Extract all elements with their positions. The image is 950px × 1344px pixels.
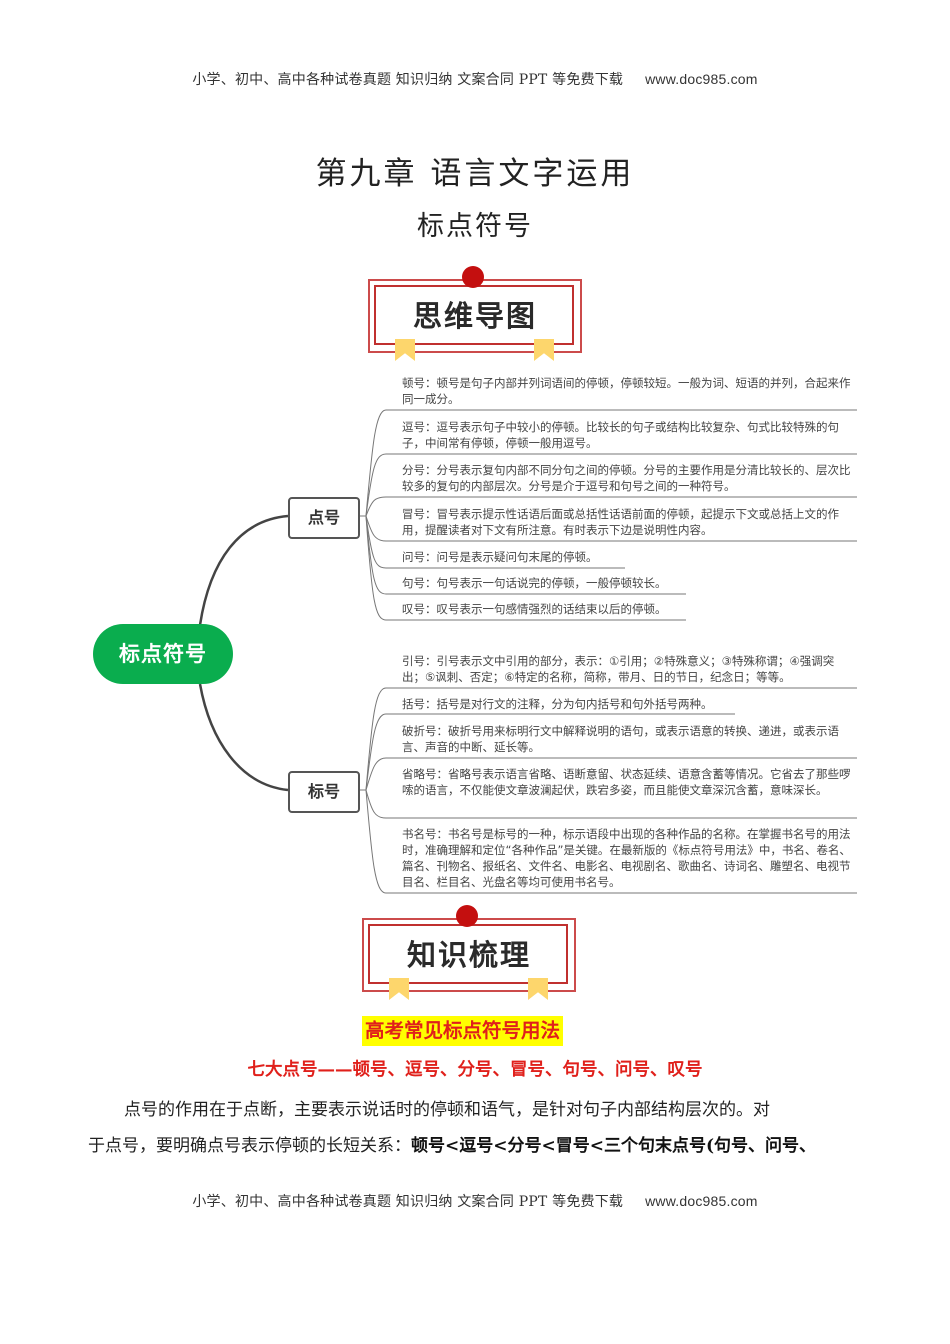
body-paragraph-line-1: 点号的作用在于点断，主要表示说话时的停顿和语气，是针对句子内部结构层次的。对 [124, 1100, 770, 1120]
body-paragraph-line-2: 于点号，要明确点号表示停顿的长短关系：顿号<逗号<分号<冒号<三个句末点号(句号… [88, 1131, 878, 1156]
footer-text: 小学、初中、高中各种试卷真题 知识归纳 文案合同 PPT 等免费下载 [192, 1194, 624, 1210]
knowledge-badge: 知识梳理 [362, 905, 576, 1000]
section-title: 标点符号 [417, 211, 533, 242]
leaf-douhao: 逗号：逗号表示句子中较小的停顿。比较长的句子或结构比较复杂、句式比较特殊的句子，… [402, 420, 839, 450]
footer-url[interactable]: www.doc985.com [645, 1193, 758, 1209]
leaf-wenhao: 问号：问号是表示疑问句末尾的停顿。 [402, 550, 598, 564]
leaf-dunhao: 顿号：顿号是句子内部并列词语间的停顿，停顿较短。一般为词、短语的并列，合起来作同… [402, 376, 851, 406]
section-subtitle: 七大点号——顿号、逗号、分号、冒号、句号、问号、叹号 [247, 1060, 703, 1080]
highlighted-section-title: 高考常见标点符号用法 [362, 1016, 564, 1046]
red-dot-icon [462, 266, 484, 288]
ribbon-icon [389, 978, 409, 1000]
mindmap-badge: 思维导图 [368, 266, 582, 361]
badge-label: 思维导图 [412, 299, 537, 333]
header-url[interactable]: www.doc985.com [645, 71, 758, 87]
leaf-fenhao: 分号：分号表示复句内部不同分句之间的停顿。分号的主要作用是分清比较长的、层次比较… [402, 463, 851, 493]
page-footer: 小学、初中、高中各种试卷真题 知识归纳 文案合同 PPT 等免费下载 www.do… [0, 1191, 950, 1211]
mindmap-root-node: 标点符号 [93, 624, 233, 684]
leaf-maohao: 冒号：冒号表示提示性话语后面或总括性话语前面的停顿，起提示下文或总括上文的作用，… [402, 507, 839, 537]
paragraph-plain-text: 于点号，要明确点号表示停顿的长短关系： [88, 1136, 411, 1156]
leaf-kuohao: 括号：括号是对行文的注释，分为句内括号和句外括号两种。 [402, 697, 713, 711]
ribbon-icon [395, 339, 415, 361]
red-dot-icon [456, 905, 478, 927]
leaf-juhao: 句号：句号表示一句话说完的停顿，一般停顿较长。 [402, 576, 667, 590]
leaf-shenglvehao: 省略号：省略号表示语言省略、语断意留、状态延续、语意含蓄等情况。它省去了那些啰嗦… [402, 767, 851, 797]
ribbon-icon [534, 339, 554, 361]
paragraph-bold-text: 顿号<逗号<分号<冒号<三个句末点号(句号、问号、 [411, 1136, 817, 1156]
badge-label: 知识梳理 [406, 938, 531, 972]
ribbon-icon [528, 978, 548, 1000]
leaf-pozhehao: 破折号：破折号用来标明行文中解释说明的语句，或表示语意的转换、递进，或表示语言、… [402, 724, 839, 754]
leaf-yinhao: 引号：引号表示文中引用的部分，表示：①引用；②特殊意义；③特殊称谓；④强调突出；… [402, 654, 835, 684]
page-header: 小学、初中、高中各种试卷真题 知识归纳 文案合同 PPT 等免费下载 www.do… [0, 69, 950, 89]
chapter-title: 第九章 语言文字运用 [315, 156, 635, 192]
leaf-tanhao: 叹号：叹号表示一句感情强烈的话结束以后的停顿。 [402, 602, 667, 616]
branch-node-biaohao: 标号 [288, 771, 360, 813]
branch-node-dianhao: 点号 [288, 497, 360, 539]
header-text: 小学、初中、高中各种试卷真题 知识归纳 文案合同 PPT 等免费下载 [192, 72, 624, 88]
leaf-shuminghao: 书名号：书名号是标号的一种，标示语段中出现的各种作品的名称。在掌握书名号的用法时… [402, 827, 851, 889]
